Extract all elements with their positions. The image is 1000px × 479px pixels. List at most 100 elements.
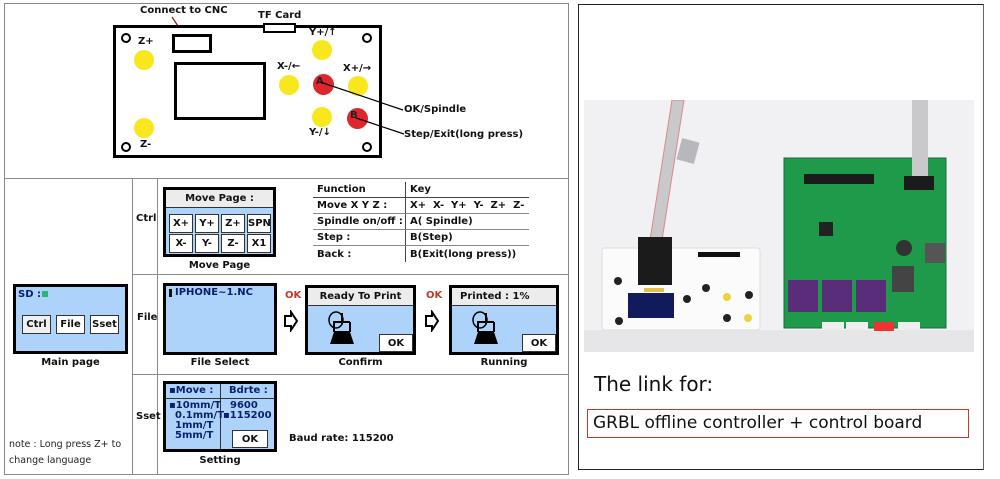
controller-board-photo bbox=[584, 100, 974, 352]
z-minus-button[interactable] bbox=[134, 118, 154, 138]
cnc-machine-icon bbox=[328, 311, 354, 344]
callout-lines bbox=[320, 81, 405, 135]
x-minus-button[interactable] bbox=[279, 75, 299, 95]
arrow-right-icon bbox=[284, 310, 299, 332]
move-option[interactable]: 5mm/T bbox=[175, 430, 214, 441]
link-title: The link for: bbox=[594, 372, 714, 396]
x-plus-label: X+/→ bbox=[343, 63, 372, 74]
divider bbox=[132, 178, 133, 475]
y-minus-label: Y-/↓ bbox=[309, 127, 331, 138]
instruction-panel bbox=[4, 3, 569, 475]
setting-screen: ▪Move : Bdrte : ▪10mm/T 0.1mm/T 1mm/T 5m… bbox=[163, 381, 277, 452]
connect-cnc-label: Connect to CNC bbox=[140, 5, 228, 16]
move-option[interactable]: 0.1mm/T bbox=[175, 410, 225, 421]
mount-hole-icon bbox=[362, 33, 372, 43]
header-function: Function bbox=[317, 184, 366, 195]
x-plus-key[interactable]: X+ bbox=[169, 214, 193, 233]
divider bbox=[132, 274, 569, 275]
x-plus-button[interactable] bbox=[348, 76, 368, 96]
ctrl-row-label: Ctrl bbox=[136, 213, 157, 224]
y-plus-label: Y+/↑ bbox=[309, 27, 337, 38]
file-button[interactable]: File bbox=[56, 315, 85, 334]
table-row: Spindle on/off : A( Spindle) bbox=[313, 214, 529, 230]
y-plus-key[interactable]: Y+ bbox=[195, 214, 219, 233]
divider bbox=[220, 384, 221, 449]
function-key-table: Function Key Move X Y Z : X+ X- Y+ Y- Z+… bbox=[313, 182, 529, 262]
z-plus-label: Z+ bbox=[138, 36, 154, 47]
baud-option[interactable]: 9600 bbox=[230, 400, 258, 411]
file-select-screen: IPHONE~1.NC bbox=[163, 283, 277, 355]
y-minus-button[interactable] bbox=[312, 107, 332, 127]
divider bbox=[132, 374, 569, 375]
move-options: ▪10mm/T 0.1mm/T 1mm/T 5mm/T bbox=[169, 401, 224, 441]
mount-hole-icon bbox=[362, 142, 372, 152]
tf-card-slot bbox=[263, 23, 296, 33]
file-list-item[interactable]: IPHONE~1.NC bbox=[175, 287, 253, 298]
sset-button[interactable]: Sset bbox=[90, 315, 119, 334]
sset-row-label: Sset bbox=[136, 411, 161, 422]
product-photo bbox=[584, 100, 974, 352]
move-page-caption: Move Page bbox=[188, 260, 251, 271]
main-page-screen: SD : Ctrl File Sset bbox=[13, 284, 128, 354]
function-cell: Move X Y Z : bbox=[317, 200, 388, 211]
z-minus-key[interactable]: Z- bbox=[221, 234, 245, 253]
step-exit-callout: Step/Exit(long press) bbox=[404, 129, 524, 140]
sd-label: SD : bbox=[18, 289, 41, 300]
lcd-screen bbox=[174, 62, 266, 120]
function-cell: Spindle on/off : bbox=[317, 216, 403, 227]
tf-card-label: TF Card bbox=[258, 10, 302, 21]
z-minus-label: Z- bbox=[140, 139, 152, 150]
running-caption: Running bbox=[480, 357, 528, 368]
key-cell: A( Spindle) bbox=[405, 214, 529, 229]
divider bbox=[4, 178, 569, 179]
function-cell: Step : bbox=[317, 232, 351, 243]
ok-spindle-callout: OK/Spindle bbox=[404, 104, 467, 115]
spindle-key[interactable]: SPN bbox=[247, 214, 271, 233]
move-option-selected[interactable]: ▪10mm/T bbox=[169, 400, 222, 411]
key-cell: B(Step) bbox=[405, 230, 529, 245]
header-key: Key bbox=[405, 182, 529, 197]
step-x1-key[interactable]: X1 bbox=[247, 234, 271, 253]
z-plus-key[interactable]: Z+ bbox=[221, 214, 245, 233]
controller-board: Z+ Z- Y+/↑ X-/← A X+/→ B Y-/↓ bbox=[113, 23, 382, 158]
function-cell: Back : bbox=[317, 248, 352, 260]
cnc-machine-icon bbox=[472, 311, 498, 344]
y-plus-button[interactable] bbox=[312, 40, 332, 60]
product-link[interactable]: GRBL offline controller + control board bbox=[587, 409, 969, 438]
setting-caption: Setting bbox=[199, 455, 241, 466]
x-minus-label: X-/← bbox=[277, 61, 301, 72]
arrow-right-icon bbox=[425, 310, 440, 332]
x-minus-key[interactable]: X- bbox=[169, 234, 193, 253]
z-plus-button[interactable] bbox=[134, 50, 154, 70]
move-header-text: Move : bbox=[175, 385, 214, 396]
confirm-ok-button[interactable]: OK bbox=[379, 334, 413, 352]
baud-option-selected[interactable]: ▪115200 bbox=[223, 410, 272, 421]
divider bbox=[157, 178, 158, 475]
cursor-icon bbox=[169, 289, 172, 297]
running-ok-button[interactable]: OK bbox=[522, 334, 556, 352]
key-cell: X+ X- Y+ Y- Z+ Z- bbox=[405, 198, 529, 213]
progress-title: Printed : 1% bbox=[452, 288, 556, 306]
confirm-caption: Confirm bbox=[338, 357, 383, 368]
move-page-title: Move Page : bbox=[166, 190, 273, 208]
cnc-connector bbox=[172, 34, 212, 53]
y-minus-key[interactable]: Y- bbox=[195, 234, 219, 253]
file-select-caption: File Select bbox=[190, 357, 250, 368]
move-header: ▪Move : bbox=[169, 385, 214, 396]
confirm-screen: Ready To Print OK bbox=[305, 285, 416, 355]
setting-ok-button[interactable]: OK bbox=[232, 430, 268, 448]
move-page-screen: Move Page : X+ Y+ Z+ SPN X- Y- Z- X1 bbox=[163, 187, 276, 257]
move-option[interactable]: 1mm/T bbox=[175, 420, 214, 431]
baud-header: Bdrte : bbox=[229, 385, 268, 396]
mount-hole-icon bbox=[121, 33, 131, 43]
a-button[interactable]: A bbox=[313, 74, 334, 95]
baud-rate-note: Baud rate: 115200 bbox=[289, 433, 394, 444]
file-row-label: File bbox=[137, 312, 158, 323]
ctrl-button[interactable]: Ctrl bbox=[22, 315, 51, 334]
table-row: Step : B(Step) bbox=[313, 230, 529, 246]
language-note: note : Long press Z+ to change language bbox=[9, 439, 122, 466]
product-panel bbox=[578, 4, 984, 470]
mount-hole-icon bbox=[121, 142, 131, 152]
ok-transition-label: OK bbox=[426, 290, 443, 301]
table-row: Back : B(Exit(long press)) bbox=[313, 246, 529, 262]
